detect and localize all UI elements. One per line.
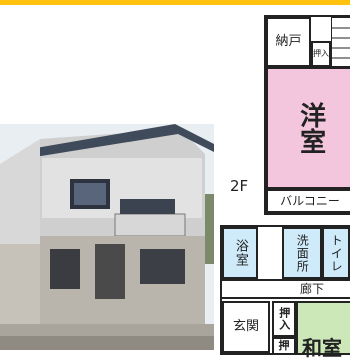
entrance-label: 玄関 bbox=[232, 319, 259, 335]
bath-room: 浴室 bbox=[222, 227, 258, 279]
oshiire-1f-a-label: 押入 bbox=[277, 307, 291, 331]
floor-plan: 納戸 押入 洋室 バルコニー 2F 浴室 洗面所 トイレ 廊下 玄関 押入 押 … bbox=[216, 5, 350, 359]
top-accent-bar bbox=[0, 0, 350, 5]
bath-label: 浴室 bbox=[232, 239, 248, 267]
entrance: 玄関 bbox=[222, 301, 270, 353]
toilet-room: トイレ bbox=[322, 227, 350, 279]
japanese-room-label: 和室 bbox=[302, 336, 342, 360]
oshiire-1f-a: 押入 bbox=[272, 301, 296, 337]
balcony-label: バルコニー bbox=[280, 193, 340, 208]
floor2-label: 2F bbox=[230, 177, 249, 195]
toilet-label: トイレ bbox=[329, 233, 344, 273]
oshiire-2f: 押入 bbox=[311, 41, 331, 67]
hallway-label: 廊下 bbox=[299, 281, 324, 296]
house-exterior-photo bbox=[0, 124, 214, 350]
oshiire-1f-b: 押 bbox=[272, 337, 296, 355]
closet-room: 納戸 bbox=[266, 17, 311, 67]
balcony: バルコニー bbox=[266, 189, 350, 213]
closet-label: 納戸 bbox=[275, 34, 302, 50]
washroom: 洗面所 bbox=[282, 227, 322, 279]
floor2-outline bbox=[264, 15, 350, 215]
western-room-label: 洋室 bbox=[295, 102, 326, 154]
japanese-room: 和室 bbox=[296, 301, 350, 359]
oshiire-2f-label: 押入 bbox=[313, 48, 329, 58]
hallway: 廊下 bbox=[222, 279, 350, 299]
stairs-2f bbox=[331, 17, 350, 67]
western-room: 洋室 bbox=[266, 67, 350, 189]
oshiire-1f-b-label: 押 bbox=[278, 339, 290, 353]
washroom-label: 洗面所 bbox=[295, 233, 310, 273]
